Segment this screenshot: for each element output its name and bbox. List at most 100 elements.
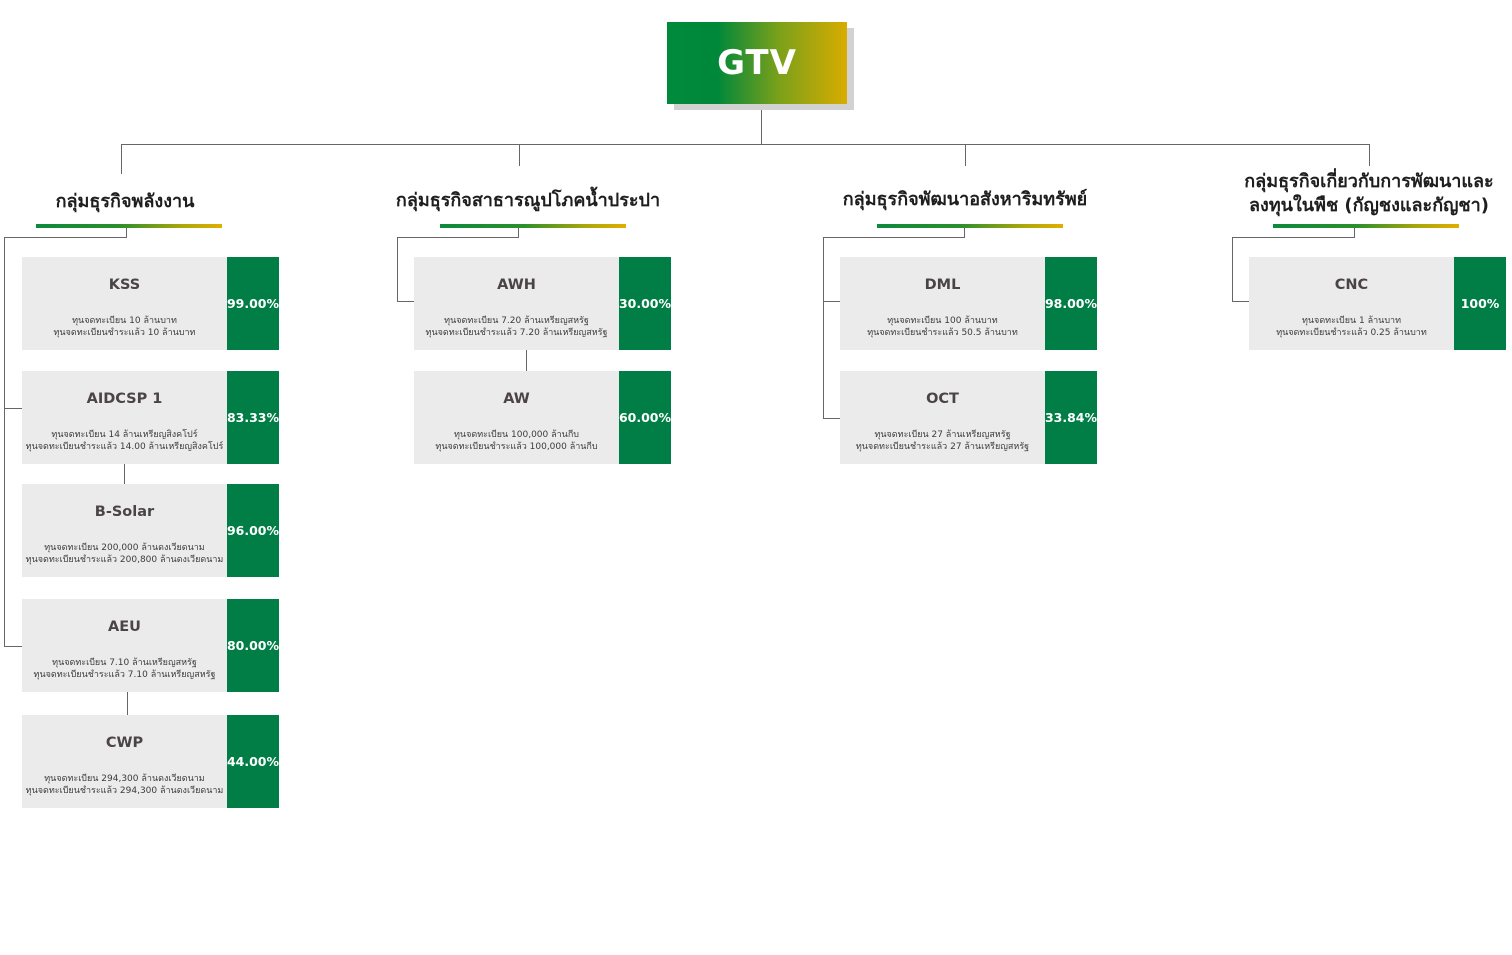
connector-g1-h — [4, 237, 127, 238]
connector-g2-h — [397, 237, 519, 238]
company-info: DML ทุนจดทะเบียน 100 ล้านบาท ทุนจดทะเบีย… — [840, 257, 1045, 350]
registered-capital: ทุนจดทะเบียน 7.10 ล้านเหรียญสหรัฐ — [52, 658, 197, 668]
paid-capital: ทุนจดทะเบียนชำระแล้ว 7.20 ล้านเหรียญสหรั… — [425, 328, 608, 338]
connector-awh-aw — [526, 350, 527, 371]
group-underline-energy — [36, 224, 222, 228]
ownership-percent: 100% — [1454, 257, 1506, 350]
connector-g3-stem — [964, 228, 965, 238]
registered-capital: ทุนจดทะเบียน 100 ล้านบาท — [887, 316, 998, 326]
company-name: AIDCSP 1 — [86, 391, 163, 407]
registered-capital: ทุนจดทะเบียน 200,000 ล้านดงเวียดนาม — [44, 543, 205, 553]
paid-capital: ทุนจดทะเบียนชำระแล้ว 294,300 ล้านดงเวียด… — [25, 786, 224, 796]
connector-g4-v — [1232, 237, 1233, 302]
company-name: KSS — [108, 277, 141, 293]
group-underline-plants — [1273, 224, 1459, 228]
company-card-aidcsp1: AIDCSP 1 ทุนจดทะเบียน 14 ล้านเหรียญสิงคโ… — [22, 371, 279, 464]
company-name: CNC — [1334, 277, 1369, 293]
company-card-bsolar: B-Solar ทุนจดทะเบียน 200,000 ล้านดงเวียด… — [22, 484, 279, 577]
ownership-percent: 83.33% — [227, 371, 279, 464]
company-name: OCT — [926, 391, 959, 407]
connector-aidcsp-bsolar — [124, 464, 125, 484]
paid-capital: ทุนจดทะเบียนชำระแล้ว 50.5 ล้านบาท — [867, 328, 1018, 338]
company-info: AEU ทุนจดทะเบียน 7.10 ล้านเหรียญสหรัฐ ทุ… — [22, 599, 227, 692]
paid-capital: ทุนจดทะเบียนชำระแล้ว 10 ล้านบาท — [53, 328, 196, 338]
paid-capital: ทุนจดทะเบียนชำระแล้ว 7.10 ล้านเหรียญสหรั… — [33, 670, 216, 680]
company-info: B-Solar ทุนจดทะเบียน 200,000 ล้านดงเวียด… — [22, 484, 227, 577]
connector-g3-dml — [823, 301, 840, 302]
connector-aeu-cwp — [127, 692, 128, 715]
connector-g2-v — [397, 237, 398, 302]
paid-capital: ทุนจดทะเบียนชำระแล้ว 14.00 ล้านเหรียญสิง… — [25, 442, 224, 452]
company-card-cnc: CNC ทุนจดทะเบียน 1 ล้านบาท ทุนจดทะเบียนช… — [1249, 257, 1506, 350]
company-info: AIDCSP 1 ทุนจดทะเบียน 14 ล้านเหรียญสิงคโ… — [22, 371, 227, 464]
ownership-percent: 80.00% — [227, 599, 279, 692]
company-info: AWH ทุนจดทะเบียน 7.20 ล้านเหรียญสหรัฐ ทุ… — [414, 257, 619, 350]
registered-capital: ทุนจดทะเบียน 10 ล้านบาท — [72, 316, 177, 326]
ownership-percent: 96.00% — [227, 484, 279, 577]
connector-g4-cnc — [1232, 301, 1249, 302]
registered-capital: ทุนจดทะเบียน 27 ล้านเหรียญสหรัฐ — [874, 430, 1011, 440]
ownership-percent: 30.00% — [619, 257, 671, 350]
group-title-line1: กลุ่มธุรกิจเกี่ยวกับการพัฒนาและ — [1244, 171, 1494, 192]
ownership-percent: 99.00% — [227, 257, 279, 350]
connector-g1-aidcsp — [4, 408, 22, 409]
company-card-oct: OCT ทุนจดทะเบียน 27 ล้านเหรียญสหรัฐ ทุนจ… — [840, 371, 1097, 464]
company-info: AW ทุนจดทะเบียน 100,000 ล้านกีบ ทุนจดทะเ… — [414, 371, 619, 464]
connector-horizontal-main — [121, 144, 1370, 145]
company-name: AEU — [108, 619, 141, 635]
registered-capital: ทุนจดทะเบียน 294,300 ล้านดงเวียดนาม — [44, 774, 205, 784]
connector-group-1 — [121, 144, 122, 174]
group-title-plants: กลุ่มธุรกิจเกี่ยวกับการพัฒนาและ ลงทุนในพ… — [1226, 170, 1512, 218]
group-underline-realestate — [877, 224, 1063, 228]
company-name: B-Solar — [94, 504, 155, 520]
company-card-kss: KSS ทุนจดทะเบียน 10 ล้านบาท ทุนจดทะเบียน… — [22, 257, 279, 350]
connector-g1-aeu — [4, 646, 22, 647]
connector-group-4 — [1369, 144, 1370, 166]
connector-root-down — [761, 104, 762, 145]
connector-group-3 — [965, 144, 966, 166]
paid-capital: ทุนจดทะเบียนชำระแล้ว 27 ล้านเหรียญสหรัฐ — [855, 442, 1030, 452]
connector-g4-stem — [1354, 228, 1355, 238]
company-info: CWP ทุนจดทะเบียน 294,300 ล้านดงเวียดนาม … — [22, 715, 227, 808]
company-info: KSS ทุนจดทะเบียน 10 ล้านบาท ทุนจดทะเบียน… — [22, 257, 227, 350]
company-name: CWP — [105, 735, 144, 751]
group-title-energy: กลุ่มธุรกิจพลังงาน — [20, 190, 230, 214]
connector-g1-v — [4, 237, 5, 647]
connector-g3-v — [823, 237, 824, 419]
registered-capital: ทุนจดทะเบียน 14 ล้านเหรียญสิงคโปร์ — [51, 430, 198, 440]
ownership-percent: 60.00% — [619, 371, 671, 464]
connector-g3-oct — [823, 418, 840, 419]
company-name: AWH — [497, 277, 536, 293]
company-card-aeu: AEU ทุนจดทะเบียน 7.10 ล้านเหรียญสหรัฐ ทุ… — [22, 599, 279, 692]
company-name: AW — [503, 391, 530, 407]
connector-g2-stem — [518, 228, 519, 238]
group-title-line1: กลุ่มธุรกิจพัฒนาอสังหาริมทรัพย์ — [842, 189, 1088, 210]
registered-capital: ทุนจดทะเบียน 7.20 ล้านเหรียญสหรัฐ — [444, 316, 589, 326]
registered-capital: ทุนจดทะเบียน 1 ล้านบาท — [1301, 316, 1402, 326]
group-title-line1: กลุ่มธุรกิจพลังงาน — [55, 191, 195, 212]
company-name: DML — [924, 277, 961, 293]
connector-g4-h — [1232, 237, 1355, 238]
group-title-line1: กลุ่มธุรกิจสาธารณูปโภคน้ำประปา — [395, 190, 661, 211]
connector-group-2 — [519, 144, 520, 166]
root-label: GTV — [717, 43, 797, 83]
paid-capital: ทุนจดทะเบียนชำระแล้ว 200,800 ล้านดงเวียด… — [25, 555, 224, 565]
company-info: OCT ทุนจดทะเบียน 27 ล้านเหรียญสหรัฐ ทุนจ… — [840, 371, 1045, 464]
group-title-realestate: กลุ่มธุรกิจพัฒนาอสังหาริมทรัพย์ — [822, 188, 1108, 212]
company-card-dml: DML ทุนจดทะเบียน 100 ล้านบาท ทุนจดทะเบีย… — [840, 257, 1097, 350]
paid-capital: ทุนจดทะเบียนชำระแล้ว 0.25 ล้านบาท — [1276, 328, 1427, 338]
group-title-line2: ลงทุนในพืช (กัญชงและกัญชา) — [1249, 195, 1489, 216]
company-card-awh: AWH ทุนจดทะเบียน 7.20 ล้านเหรียญสหรัฐ ทุ… — [414, 257, 671, 350]
connector-g1-stem — [126, 228, 127, 238]
company-info: CNC ทุนจดทะเบียน 1 ล้านบาท ทุนจดทะเบียนช… — [1249, 257, 1454, 350]
company-card-aw: AW ทุนจดทะเบียน 100,000 ล้านกีบ ทุนจดทะเ… — [414, 371, 671, 464]
ownership-percent: 98.00% — [1045, 257, 1097, 350]
ownership-percent: 33.84% — [1045, 371, 1097, 464]
connector-g3-h — [823, 237, 965, 238]
group-underline-water — [440, 224, 626, 228]
paid-capital: ทุนจดทะเบียนชำระแล้ว 100,000 ล้านกีบ — [435, 442, 598, 452]
connector-g2-awh — [397, 301, 414, 302]
ownership-percent: 44.00% — [227, 715, 279, 808]
group-title-water: กลุ่มธุรกิจสาธารณูปโภคน้ำประปา — [380, 189, 676, 213]
registered-capital: ทุนจดทะเบียน 100,000 ล้านกีบ — [453, 430, 579, 440]
